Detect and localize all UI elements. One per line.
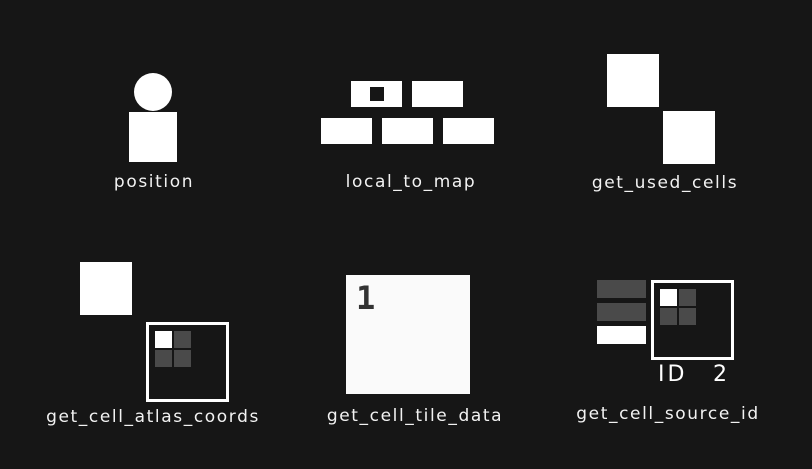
cell-square — [607, 54, 659, 107]
source-bar — [597, 280, 646, 298]
tile — [321, 118, 372, 144]
tile-data-card: 1 — [346, 275, 470, 394]
label-local-to-map: local_to_map — [345, 172, 477, 192]
source-cell — [660, 308, 677, 325]
label-get-cell-source-id: get_cell_source_id — [576, 404, 760, 424]
atlas-cell — [174, 350, 191, 367]
tile — [412, 81, 463, 107]
label-get-cell-tile-data: get_cell_tile_data — [326, 406, 504, 426]
marker — [370, 87, 384, 101]
source-cell — [679, 289, 696, 306]
source-bar — [597, 303, 646, 321]
tile — [443, 118, 494, 144]
atlas-frame — [146, 322, 229, 402]
cell-square — [663, 111, 715, 164]
label-get-cell-atlas-coords: get_cell_atlas_coords — [46, 407, 260, 427]
atlas-cell — [174, 331, 191, 348]
source-cell-selected — [660, 289, 677, 306]
label-position: position — [113, 172, 195, 192]
tile — [382, 118, 433, 144]
source-frame — [651, 280, 734, 360]
head-circle — [134, 73, 172, 111]
label-get-used-cells: get_used_cells — [591, 173, 739, 193]
tile-with-marker — [351, 81, 402, 107]
tile-data-number: 1 — [356, 279, 376, 317]
cell-square — [80, 262, 132, 315]
body-square — [129, 112, 177, 162]
source-id-prefix: ID — [658, 362, 688, 387]
source-bar-selected — [597, 326, 646, 344]
atlas-cell — [155, 350, 172, 367]
source-cell — [679, 308, 696, 325]
source-id-value: 2 — [713, 362, 727, 387]
atlas-cell-selected — [155, 331, 172, 348]
